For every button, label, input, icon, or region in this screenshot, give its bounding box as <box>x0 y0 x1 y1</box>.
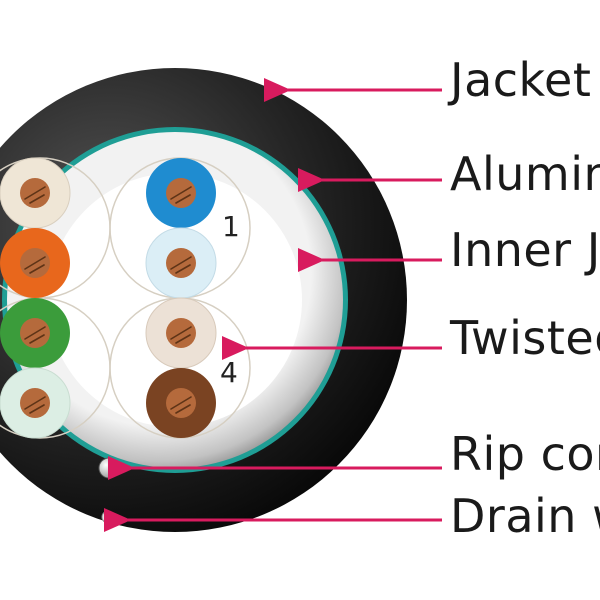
pair-number-1: 1 <box>222 210 240 243</box>
pointer-arrows <box>104 78 442 532</box>
label-drain-wire: Drain w <box>450 489 600 543</box>
drain-wire <box>101 510 115 524</box>
label-inner-jacket: Inner J <box>450 223 600 277</box>
copper-strand-marks <box>24 186 192 414</box>
rip-cord <box>98 457 120 479</box>
label-twisted-pairs: Twisted <box>450 311 600 365</box>
label-aluminum-shield: Alumin <box>450 147 600 201</box>
label-rip-cord: Rip cor <box>450 427 600 481</box>
pair-number-4: 4 <box>220 356 238 389</box>
label-jacket: Jacket <box>450 53 592 107</box>
